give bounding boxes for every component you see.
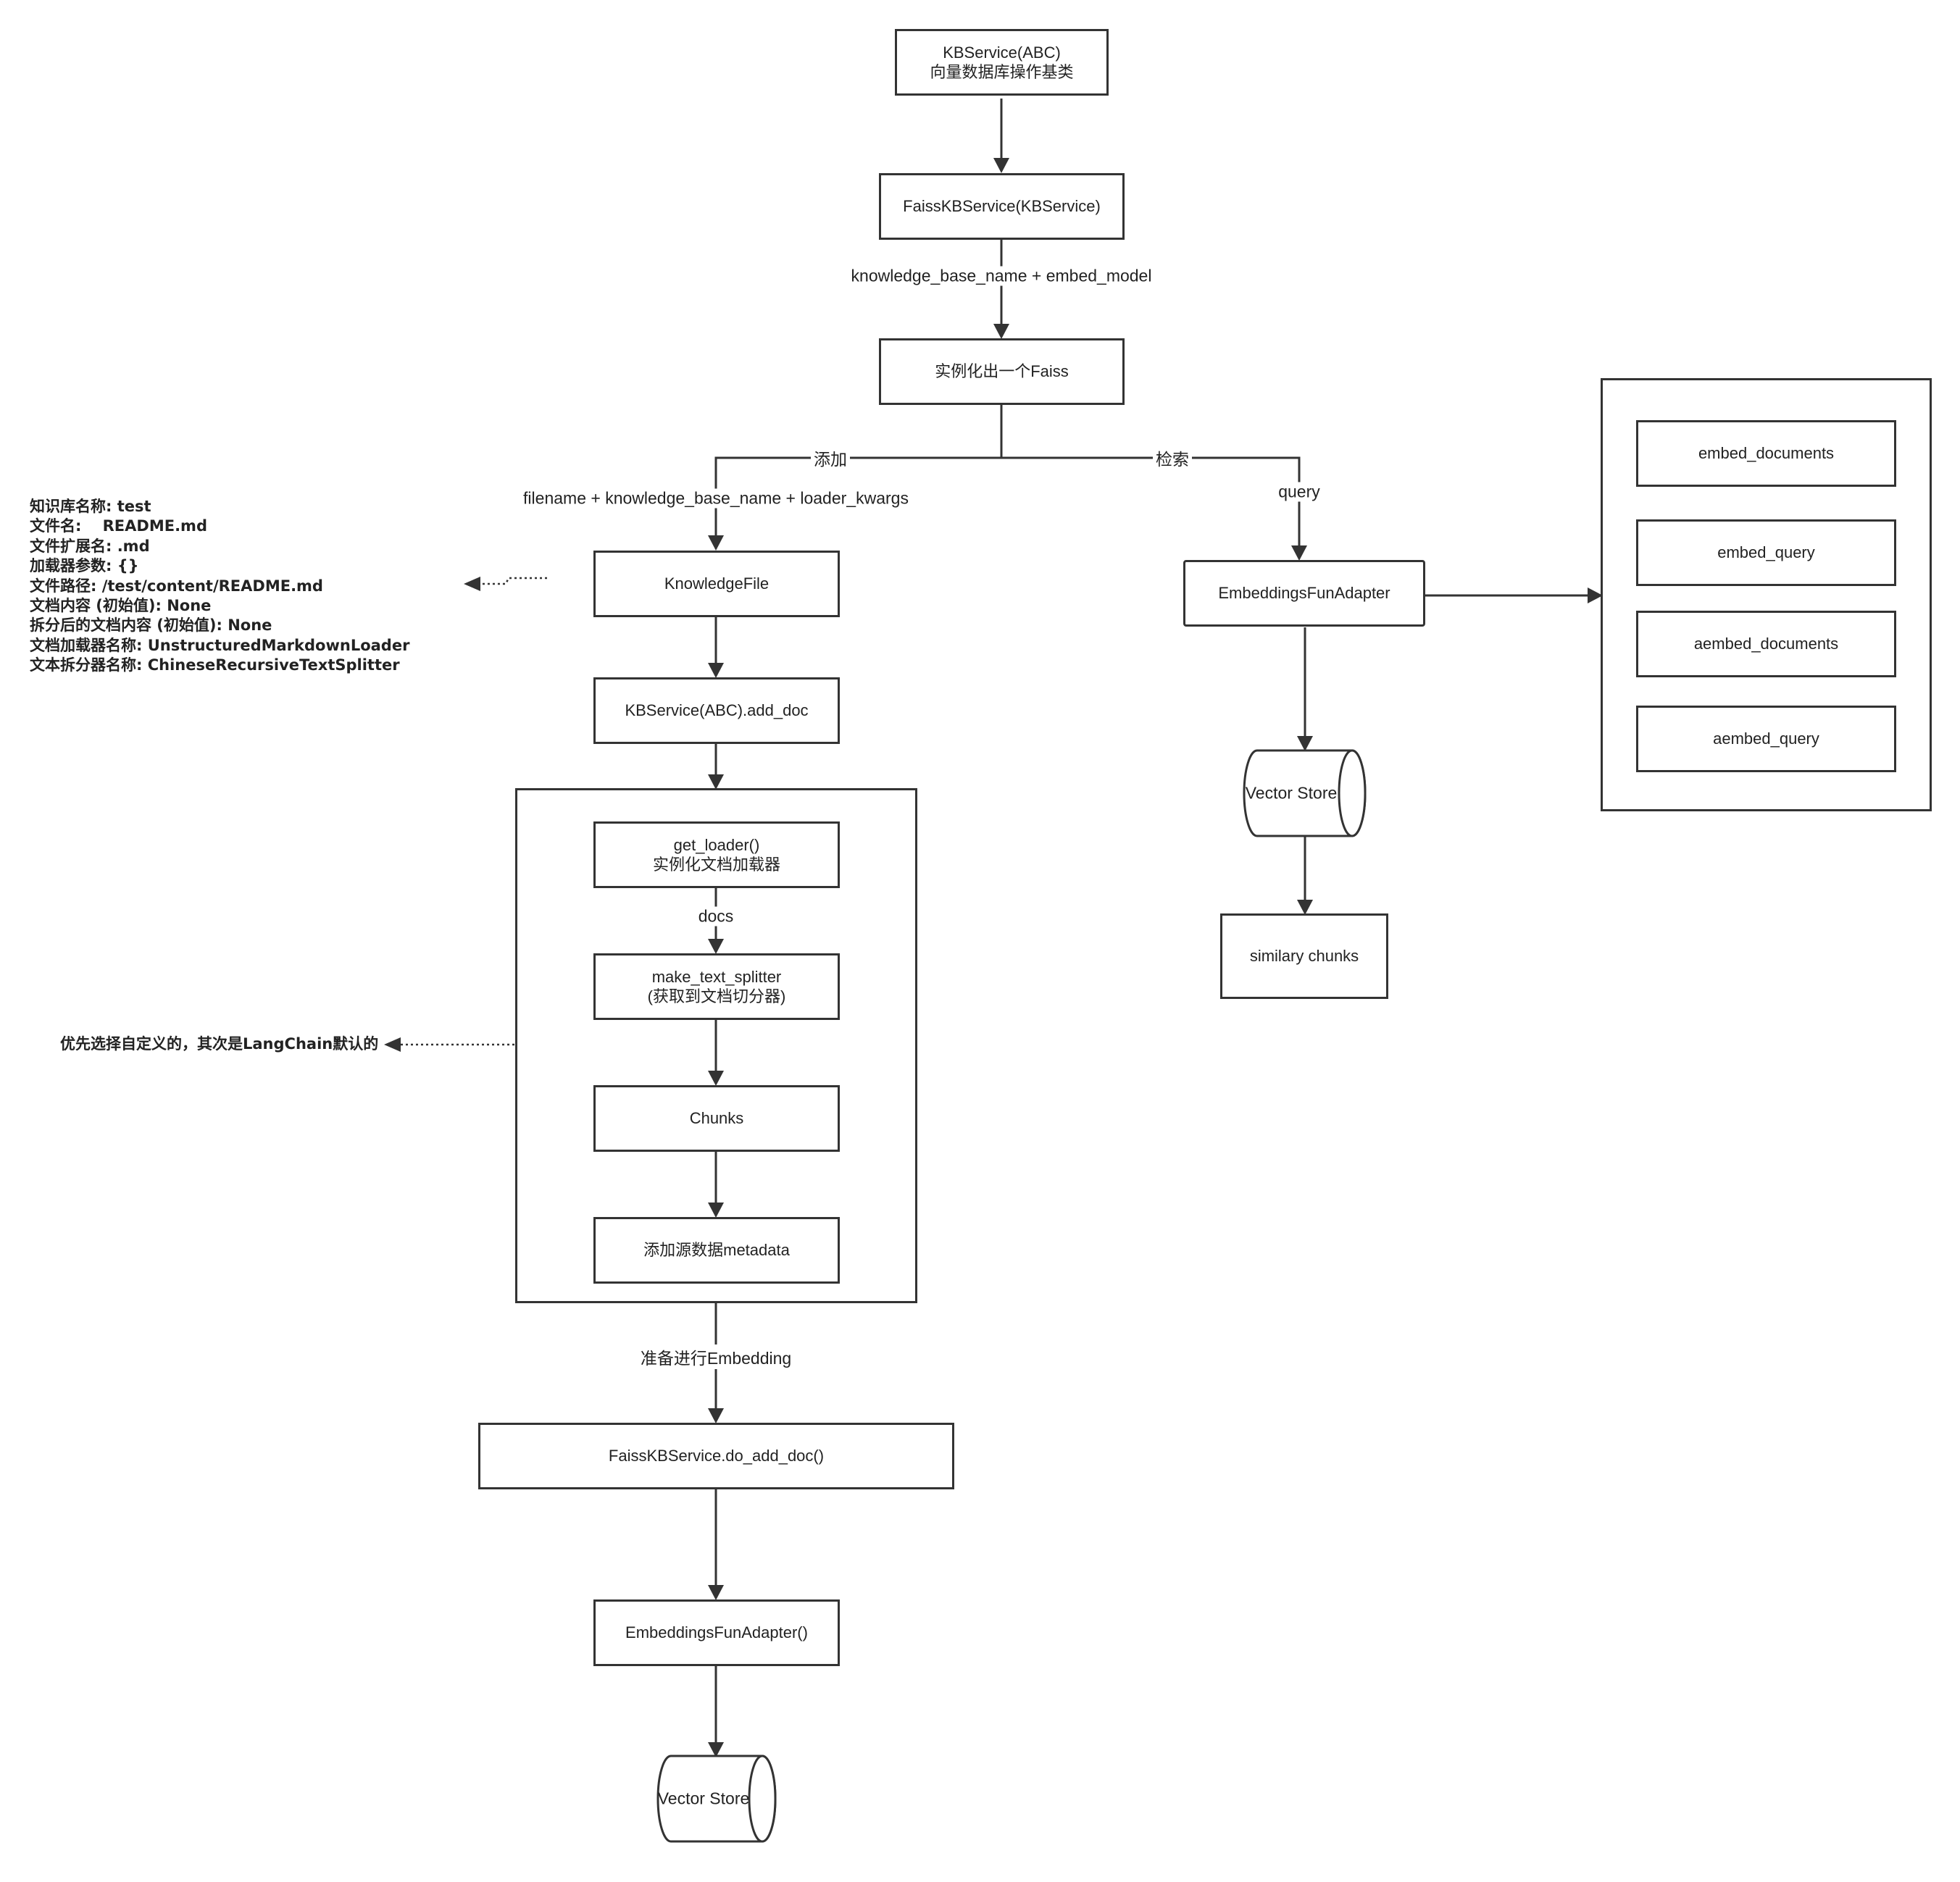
arrowhead-adapter-to-methods (1588, 587, 1603, 603)
kbservice-abc-title: KBService(ABC) (943, 43, 1061, 62)
arrowhead-doadd-to-adapter (708, 1585, 724, 1600)
edge-instance-to-knowledgefile (714, 403, 1003, 537)
chunks-label: Chunks (689, 1109, 744, 1128)
similar-chunks-node[interactable]: similary chunks (1220, 913, 1388, 999)
edge-label-add: 添加 (811, 446, 850, 470)
embed-query-node[interactable]: embed_query (1636, 519, 1896, 586)
edge-label-file-params: filename + knowledge_base_name + loader_… (520, 488, 912, 509)
do-add-doc-node[interactable]: FaissKBService.do_add_doc() (478, 1423, 954, 1489)
note-line: 文档内容 (初始值): None (30, 597, 212, 615)
note-line: 知识库名称: test (30, 498, 151, 515)
vector-store-right-label: Vector Store (1245, 783, 1338, 803)
edge-label-docs: docs (695, 906, 737, 927)
edge-label-query: query (1275, 482, 1323, 502)
embeddings-adapter-call-node[interactable]: EmbeddingsFunAdapter() (593, 1599, 840, 1666)
aembed-query-label: aembed_query (1713, 729, 1819, 748)
edge-label-prepare-embedding: 准备进行Embedding (637, 1344, 795, 1369)
arrowhead-adapter-to-store (708, 1742, 724, 1757)
do-add-doc-label: FaissKBService.do_add_doc() (608, 1447, 825, 1465)
edge-label-search: 检索 (1153, 446, 1192, 470)
add-metadata-node[interactable]: 添加源数据metadata (593, 1217, 840, 1284)
embed-documents-label: embed_documents (1698, 444, 1835, 463)
note-line: 文件扩展名: .md (30, 537, 150, 555)
add-doc-node[interactable]: KBService(ABC).add_doc (593, 677, 840, 744)
aembed-query-node[interactable]: aembed_query (1636, 706, 1896, 772)
aembed-documents-label: aembed_documents (1693, 635, 1839, 653)
instantiate-faiss-node[interactable]: 实例化出一个Faiss (879, 338, 1125, 405)
make-text-splitter-node[interactable]: make_text_splitter (获取到文档切分器) (593, 953, 840, 1020)
embed-documents-node[interactable]: embed_documents (1636, 420, 1896, 487)
arrowhead-kf-to-adddoc (708, 663, 724, 678)
arrowhead-store-to-chunks (1297, 900, 1313, 915)
arrowhead-to-knowledgefile (708, 535, 724, 551)
arrowhead-adddoc-to-container (708, 774, 724, 790)
splitter-priority-note: 优先选择自定义的，其次是LangChain默认的 (60, 1034, 378, 1054)
chunks-node[interactable]: Chunks (593, 1085, 840, 1152)
embeddings-adapter-call-label: EmbeddingsFunAdapter() (625, 1623, 808, 1642)
arrowhead-loader-to-splitter (708, 939, 724, 954)
note-line: 文件路径: /test/content/README.md (30, 577, 323, 595)
edge-instance-to-embeddings-adapter (1001, 456, 1301, 547)
arrowhead-kb-to-faiss (993, 158, 1009, 173)
edge-note-file (480, 577, 547, 585)
arrowhead-adapter-to-right-store (1297, 736, 1313, 751)
faiss-kbservice-node[interactable]: FaissKBService(KBService) (879, 173, 1125, 240)
kbservice-abc-subtitle: 向量数据库操作基类 (930, 63, 1074, 81)
knowledge-file-node[interactable]: KnowledgeFile (593, 551, 840, 617)
arrowhead-note-splitter (384, 1037, 401, 1052)
get-loader-subtitle: 实例化文档加载器 (652, 856, 780, 874)
cylinder-cap-bottom (748, 1755, 777, 1843)
arrowhead-container-to-doadd (708, 1408, 724, 1423)
knowledge-file-info-note: 知识库名称: test 文件名: README.md 文件扩展名: .md 加载… (30, 497, 409, 676)
vector-store-bottom-label: Vector Store (657, 1789, 750, 1808)
arrowhead-note-file (464, 577, 480, 591)
arrowhead-to-embeddings-adapter (1291, 545, 1307, 561)
instantiate-faiss-label: 实例化出一个Faiss (935, 362, 1069, 381)
note-line: 文档加载器名称: UnstructuredMarkdownLoader (30, 636, 410, 654)
add-doc-process-group (515, 788, 917, 1303)
embeddings-adapter-label: EmbeddingsFunAdapter (1218, 584, 1390, 603)
aembed-documents-node[interactable]: aembed_documents (1636, 611, 1896, 677)
cylinder-cap-right (1338, 749, 1367, 837)
note-line: 拆分后的文档内容 (初始值): None (30, 616, 272, 635)
knowledge-file-label: KnowledgeFile (664, 574, 770, 593)
similar-chunks-label: similary chunks (1249, 947, 1359, 966)
splitter-priority-text: 优先选择自定义的，其次是LangChain默认的 (60, 1035, 379, 1053)
get-loader-node[interactable]: get_loader() 实例化文档加载器 (593, 821, 840, 888)
arrowhead-splitter-to-chunks (708, 1071, 724, 1086)
kbservice-abc-node[interactable]: KBService(ABC) 向量数据库操作基类 (895, 29, 1109, 96)
note-line: 文本拆分器名称: ChineseRecursiveTextSplitter (30, 656, 400, 674)
arrowhead-faiss-to-instance (993, 324, 1009, 339)
edge-label-kb-params: knowledge_base_name + embed_model (848, 266, 1155, 286)
embeddings-adapter-node[interactable]: EmbeddingsFunAdapter (1183, 560, 1425, 627)
make-text-splitter-subtitle: (获取到文档切分器) (647, 987, 786, 1005)
add-metadata-label: 添加源数据metadata (643, 1241, 790, 1260)
faiss-kbservice-label: FaissKBService(KBService) (903, 197, 1101, 216)
arrowhead-chunks-to-metadata (708, 1203, 724, 1218)
note-line: 文件名: README.md (30, 517, 207, 535)
note-line: 加载器参数: {} (30, 557, 139, 575)
embedding-methods-group (1601, 378, 1932, 811)
add-doc-label: KBService(ABC).add_doc (625, 701, 809, 720)
embed-query-label: embed_query (1717, 543, 1815, 562)
get-loader-title: get_loader() (673, 835, 760, 854)
make-text-splitter-title: make_text_splitter (651, 967, 782, 986)
